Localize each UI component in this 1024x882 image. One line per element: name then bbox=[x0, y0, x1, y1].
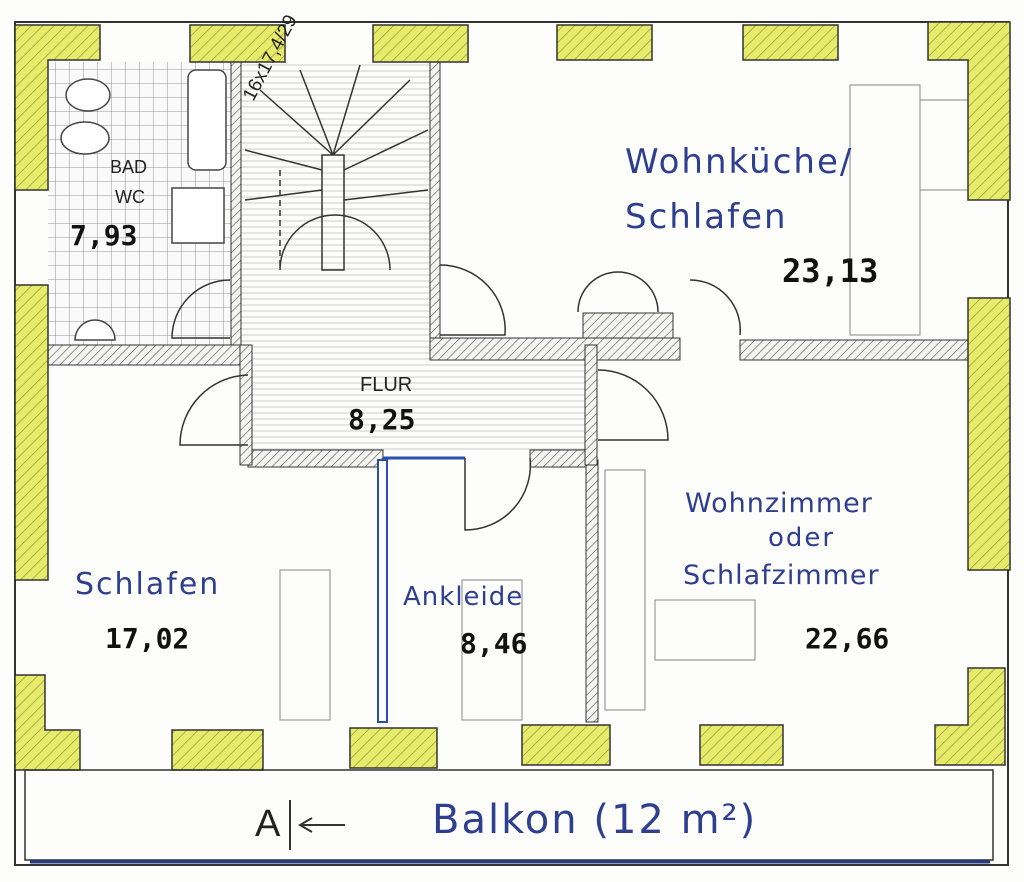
flur-floor bbox=[250, 360, 590, 450]
balcony-outline bbox=[24, 769, 994, 861]
room-label-flur: FLUR bbox=[360, 374, 413, 396]
chimney bbox=[582, 312, 674, 339]
room-label-balkon: Balkon (12 m²) bbox=[432, 797, 758, 843]
room-label-schlafen-1: Schlafen bbox=[625, 197, 788, 237]
room-label-bad: BAD bbox=[110, 157, 148, 177]
room-area-bad: 7,93 bbox=[70, 219, 138, 252]
furniture-sketches bbox=[279, 84, 971, 721]
doors bbox=[171, 264, 741, 531]
room-area-flur: 8,25 bbox=[348, 403, 416, 436]
room-area-schlafen: 17,02 bbox=[105, 622, 190, 655]
room-label-schlafzimmer: Schlafzimmer bbox=[683, 560, 880, 591]
section-marker: A bbox=[255, 803, 281, 845]
room-label-schlafen-2: Schlafen bbox=[75, 567, 221, 602]
room-area-wohnzimmer: 22,66 bbox=[805, 622, 890, 655]
room-label-wohnzimmer: Wohnzimmer bbox=[685, 488, 873, 519]
interior-walls bbox=[47, 61, 969, 723]
room-label-ankleide: Ankleide bbox=[403, 582, 524, 612]
room-label-oder: oder bbox=[768, 523, 836, 553]
new-partition-wall bbox=[377, 459, 388, 723]
bathroom-fixtures bbox=[60, 69, 227, 341]
room-label-wc: WC bbox=[115, 187, 145, 207]
staircase bbox=[244, 64, 429, 271]
exterior-walls bbox=[14, 21, 1011, 771]
room-area-ankleide: 8,46 bbox=[460, 627, 528, 660]
room-label-wohnkueche: Wohnküche/ bbox=[625, 142, 854, 182]
section-arrow-icon bbox=[298, 817, 345, 833]
room-area-wohnkueche: 23,13 bbox=[782, 252, 879, 290]
